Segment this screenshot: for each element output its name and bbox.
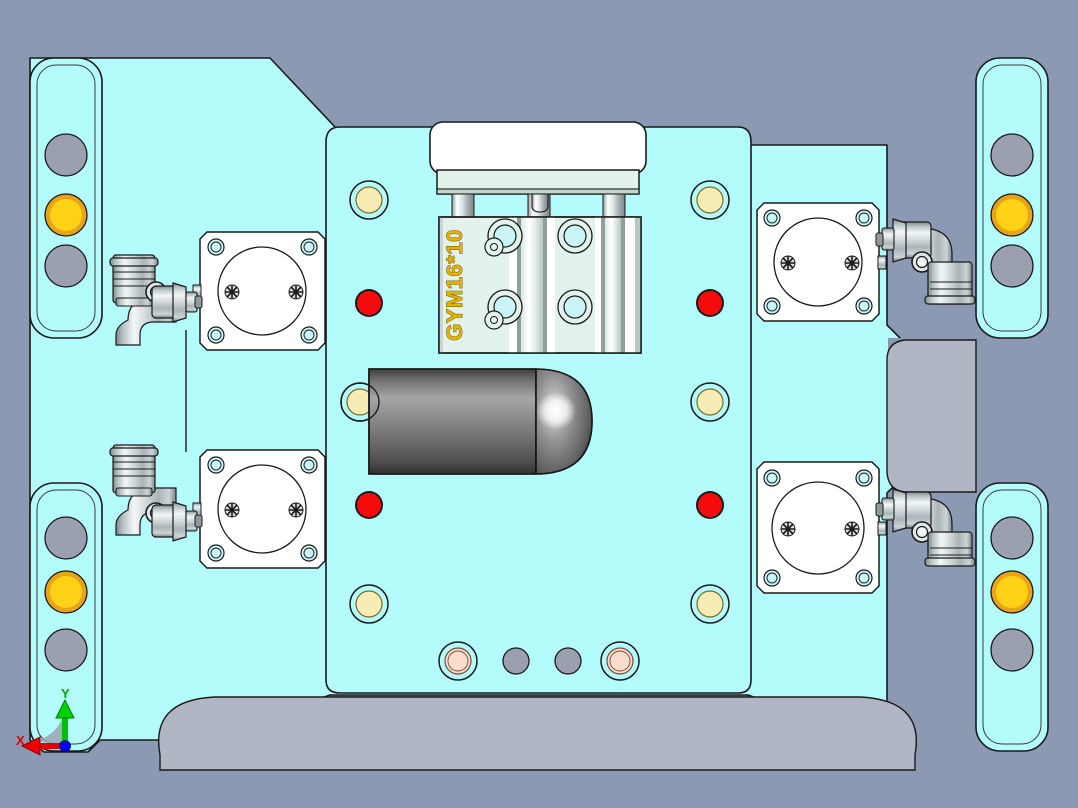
hex-nut [892,488,907,533]
counterbore-bottom-left[interactable] [349,584,389,624]
valve-block-bottom-left[interactable] [192,449,326,569]
tab-hole-upper[interactable] [990,516,1034,560]
hex-nut [892,218,907,263]
tab-hole-upper[interactable] [990,133,1034,177]
slide-small-hole-top [484,237,504,257]
set-screw-left [224,502,240,518]
set-screw-left [224,284,240,300]
axis-origin-marker [59,740,71,752]
red-port-lower-left[interactable] [355,491,383,519]
set-screw-right [844,521,860,537]
counterbore-top-left[interactable] [349,180,389,220]
plate-cutouts [158,338,977,771]
tab-hole-middle-bore [996,199,1028,231]
slide-small-hole-bottom [484,310,504,330]
tab-hole-lower[interactable] [44,244,88,288]
guide-rod-left [451,193,475,218]
red-port-upper-left[interactable] [355,289,383,317]
counterbore-base-right[interactable] [600,641,640,681]
set-screw-left [780,255,796,271]
axis-y-label: Y [61,686,70,701]
hex-nut [172,501,187,542]
elbow-fitting-bottom-right[interactable] [875,488,976,567]
mounting-tab-top-left[interactable] [29,57,103,339]
mounting-tab-top-right[interactable] [975,57,1049,339]
tab-hole-middle-bore [50,576,82,608]
linear-slide-cylinder[interactable]: GYM16*10 [438,216,642,354]
red-port-upper-right[interactable] [696,289,724,317]
tab-hole-upper[interactable] [44,133,88,177]
plate-holes-group [340,180,730,681]
valve-block-bottom-right[interactable] [756,461,887,594]
slide-part-label: GYM16*10 [442,229,467,341]
set-screw-right [288,284,304,300]
tab-hole-lower[interactable] [990,244,1034,288]
mounting-tab-bottom-left[interactable] [29,482,103,752]
slide-counterbore-br [557,289,593,325]
set-screw-right [288,502,304,518]
notch-right-rounded [886,339,977,493]
set-screw-right [844,255,860,271]
valve-block-top-left[interactable] [192,231,326,351]
coordinate-triad[interactable]: Y X [16,686,75,756]
counterbore-top-right[interactable] [690,180,730,220]
tab-hole-upper[interactable] [44,516,88,560]
tab-hole-lower[interactable] [44,628,88,672]
main-cylinder-body[interactable] [340,368,593,475]
dowel-hole-right[interactable] [554,647,582,675]
counterbore-mid-right[interactable] [690,382,730,422]
triad-arc-shade [35,708,65,746]
set-screw-left [780,521,796,537]
tab-hole-middle-bore [996,576,1028,608]
elbow-fitting-bottom-left[interactable] [109,444,203,542]
red-port-lower-right[interactable] [696,491,724,519]
counterbore-bottom-right[interactable] [690,584,730,624]
cylinder-rear-port [340,382,380,422]
center-piston-tip [531,193,549,213]
tab-hole-lower[interactable] [990,628,1034,672]
top-manifold-block[interactable] [429,121,647,195]
tab-hole-middle-bore [50,199,82,231]
dowel-hole-left[interactable] [502,647,530,675]
counterbore-base-left[interactable] [438,641,478,681]
notch-bottom-center [158,696,917,771]
axis-x-label: X [16,733,25,748]
valve-blocks-group [192,202,887,594]
elbow-fitting-top-right[interactable] [875,218,976,305]
cylinder-specular-highlight [536,392,576,430]
guide-rod-right [602,193,626,218]
mounting-tab-bottom-right[interactable] [975,482,1049,752]
mounting-tabs-group [29,57,1049,752]
hex-nut [172,282,187,323]
valve-block-top-right[interactable] [756,202,887,322]
guide-rods-group [451,193,626,218]
elbow-fitting-top-left[interactable] [109,254,203,346]
slide-counterbore-tr [557,218,593,254]
